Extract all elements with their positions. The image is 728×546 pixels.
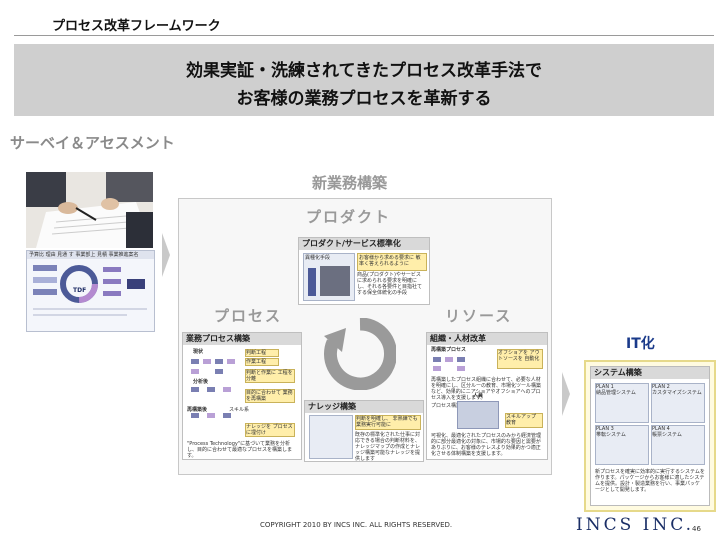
chevron-right-icon <box>562 372 570 416</box>
headline-line-2: お客様の業務プロセスを革新する <box>0 84 728 109</box>
plan-card: PLAN 2 カスタマイズシステム <box>651 383 705 423</box>
knowledge-box: ナレッジ構築 判断を明確し、 非熟練でも業務実行可能に 既存の標準化された仕事に… <box>304 400 424 462</box>
process-note: "Process Technology"に基づいて業務を分析し、目的に合わせて最… <box>187 441 297 459</box>
resource-description-2: 可視化、最適化されたプロセスのみから経済管理的に部分最適化の対象に、市場的な要因… <box>431 433 543 457</box>
product-callout: お客様から求める要求に 敏率く答えられるように <box>357 253 427 271</box>
knowledge-box-title: ナレッジ構築 <box>305 401 423 413</box>
new-business-heading: 新業務構築 <box>312 172 387 193</box>
system-box-title: システム構築 <box>591 367 709 379</box>
plan-card-name: 帯転システム <box>596 432 648 438</box>
system-note: 新プロセスを確実に効率的に実行するシステムを作ります。パッケージからお客様に適し… <box>595 469 705 493</box>
resource-heading: リソース <box>445 305 512 326</box>
resource-label-people: 人員 <box>473 393 483 399</box>
resource-callout-skillup: スキルアップ 教育 <box>505 413 543 428</box>
survey-heading: サーベイ＆アセスメント <box>10 132 175 153</box>
title-underline <box>14 35 714 36</box>
process-callout-judgment: 判断工程 <box>245 349 279 357</box>
knowledge-callout: 判断を明確し、 非熟練でも業務実行可能に <box>355 415 421 430</box>
it-system-panel: システム構築 PLAN 1 納品管理システム PLAN 2 カスタマイズシステム… <box>584 360 716 512</box>
plan-card: PLAN 4 帳票システム <box>651 425 705 465</box>
system-build-sheet: システム構築 PLAN 1 納品管理システム PLAN 2 カスタマイズシステム… <box>590 366 710 506</box>
meeting-photo <box>26 172 153 248</box>
plan-card: PLAN 3 帯転システム <box>595 425 649 465</box>
product-standardization-box: プロダクト/サービス標準化 異種化手段 お客様から求める要求に 敏率く答えられる… <box>298 237 430 305</box>
chevron-right-icon <box>162 233 170 277</box>
process-callout-separate: 判断と作業に 工程を分離 <box>245 369 295 383</box>
resource-callout-offshore: オフショアを アウトソースを 自動化 <box>497 349 543 369</box>
resource-matrix <box>457 401 499 429</box>
it-heading: IT化 <box>626 333 655 353</box>
survey-document: 予算比 理由 見通 す 事業部上 見積 事業推進案名 TDF <box>26 250 155 332</box>
page-title: プロセス改革フレームワーク <box>52 15 221 34</box>
product-diagram: 異種化手段 <box>303 253 355 301</box>
process-callout-work: 作業工程 <box>245 358 279 366</box>
plan-card: PLAN 1 納品管理システム <box>595 383 649 423</box>
process-callout-rebuild: 目的に合わせて 業務を再構築 <box>245 389 295 403</box>
page-number: 46 <box>692 525 701 533</box>
product-box-label: 異種化手段 <box>304 254 354 262</box>
knowledge-description: 既存の標準化された仕事に対応できる場合の判断材料を、ナレッジマップの作成とナレッ… <box>355 432 421 462</box>
headline-line-1: 効果実証・洗練されてきたプロセス改革手法で <box>0 56 728 81</box>
process-heading: プロセス <box>214 305 282 326</box>
product-heading: プロダクト <box>306 206 391 227</box>
process-callout-knowledge: ナレッジを プロセスに埋付け <box>245 423 295 437</box>
process-callout-skill: スキル系 <box>229 407 249 413</box>
company-logo: INCS INC. <box>576 515 694 535</box>
process-box-title: 業務プロセス構築 <box>183 333 301 345</box>
product-description: 商品(プロダクト)やサービスに求められる要求を明確にし、それる各要件と目指社てす… <box>357 272 425 296</box>
copyright-text: COPYRIGHT 2010 BY INCS INC. ALL RIGHTS R… <box>260 521 452 529</box>
resource-label: 再構築プロセス <box>431 347 466 353</box>
resource-description: 再構築したプロセス組織に合わせて、必要な人材を明確にし、区分ルーの教育、市場化ツ… <box>431 377 543 401</box>
plan-card-name: 納品管理システム <box>596 390 648 396</box>
business-process-box: 業務プロセス構築 現状 分析後 再構築後 判断工程 作業工程 判断と作業に 工程… <box>182 332 302 460</box>
survey-doc-header: 予算比 理由 見通 す 事業部上 見積 事業推進案名 <box>27 251 154 259</box>
product-box-title: プロダクト/サービス標準化 <box>299 238 429 250</box>
org-resource-box: 組織・人材改革 再構築プロセス オフショアを アウトソースを 自動化 再構築した… <box>426 332 548 460</box>
survey-doc-center: TDF <box>73 287 86 294</box>
plan-card-name: カスタマイズシステム <box>652 390 704 396</box>
knowledge-diagram <box>309 415 353 459</box>
cycle-arrow-icon <box>324 318 396 394</box>
resource-box-title: 組織・人材改革 <box>427 333 547 345</box>
plan-card-name: 帳票システム <box>652 432 704 438</box>
